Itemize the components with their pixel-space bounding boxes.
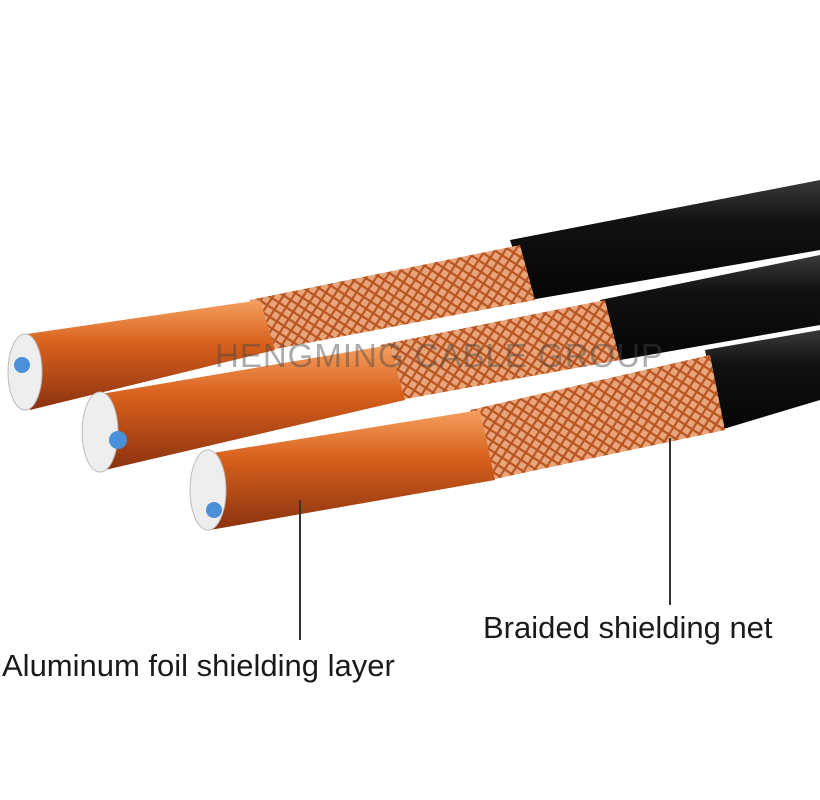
watermark: HENGMING CABLE GROUP (215, 337, 665, 374)
braided-shielding-label: Braided shielding net (483, 610, 773, 645)
foil-shielding-label: Aluminum foil shielding layer (2, 648, 395, 683)
cable-2 (81, 255, 820, 473)
cable-1 (7, 180, 820, 411)
cable-3 (189, 330, 820, 531)
